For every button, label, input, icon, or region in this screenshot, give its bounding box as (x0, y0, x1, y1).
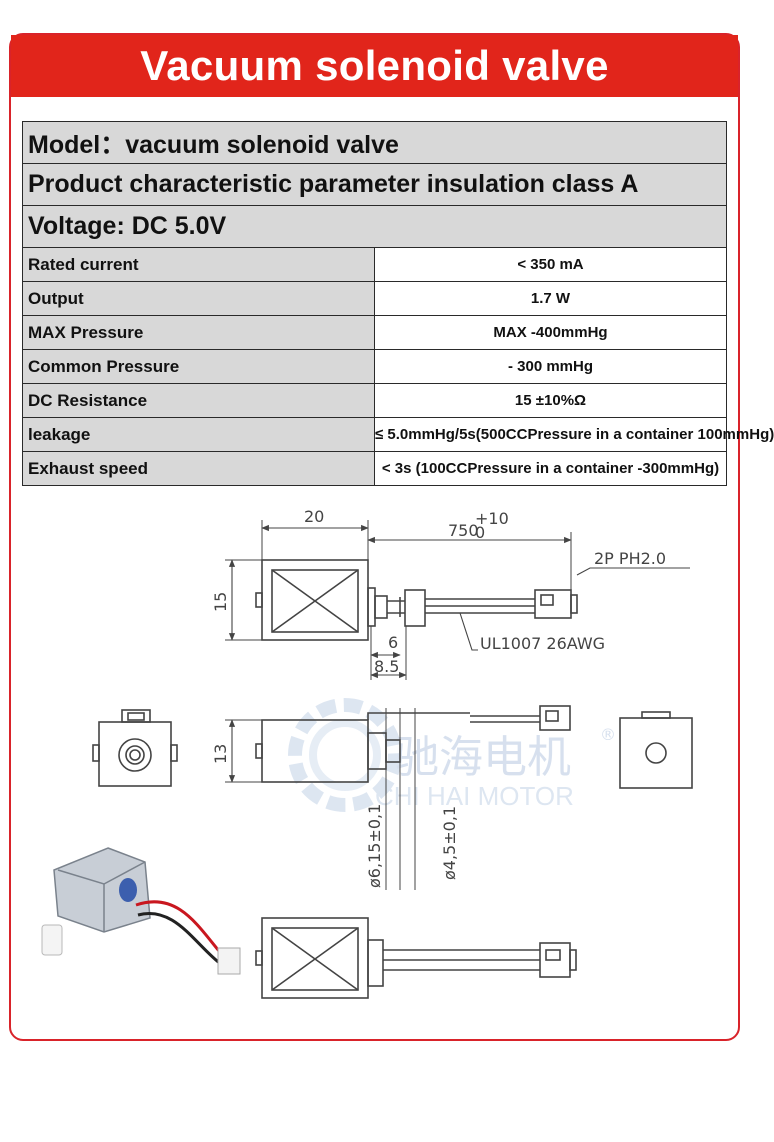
dim-dia-outer: ø6,15±0,1 (365, 804, 384, 888)
table-row: Exhaust speed < 3s (100CCPressure in a c… (22, 451, 727, 486)
front-view-drawing (92, 709, 178, 787)
spec-value: < 350 mA (374, 247, 727, 282)
spec-value: 1.7 W (374, 281, 727, 316)
dim-side-height: 13 (211, 744, 230, 764)
voltage-header: Voltage: DC 5.0V (22, 205, 727, 248)
spec-label: Common Pressure (22, 349, 375, 384)
spec-value: ≤ 5.0mmHg/5s(500CCPressure in a containe… (374, 417, 774, 452)
dim-cable-tol-lower: 0 (475, 523, 485, 542)
watermark-reg: ® (600, 725, 616, 744)
dim-body-offset: 8.5 (374, 657, 399, 676)
spec-label: Rated current (22, 247, 375, 282)
spec-value: 15 ±10%Ω (374, 383, 727, 418)
table-row: Rated current < 350 mA (22, 247, 727, 282)
spec-table: Model：vacuum solenoid valve Product char… (22, 121, 774, 486)
dim-width: 20 (304, 507, 324, 526)
dim-height: 15 (211, 592, 230, 612)
side-view-drawing (225, 705, 571, 890)
connector-label: 2P PH2.0 (594, 549, 666, 568)
top-view-dimensions (228, 524, 690, 679)
rear-view-drawing (619, 711, 693, 789)
table-header-row: Voltage: DC 5.0V (22, 205, 727, 248)
spec-value: < 3s (100CCPressure in a container -300m… (374, 451, 727, 486)
table-row: MAX Pressure MAX -400mmHg (22, 315, 727, 350)
spec-label: Output (22, 281, 375, 316)
table-header-row: Model：vacuum solenoid valve (22, 121, 727, 164)
dim-cable-length: 750 (448, 521, 479, 540)
wire-spec-label: UL1007 26AWG (480, 634, 605, 653)
spec-label: leakage (22, 417, 375, 452)
model-header: Model：vacuum solenoid valve (22, 121, 727, 164)
gear-icon (288, 698, 402, 812)
spec-label: DC Resistance (22, 383, 375, 418)
bottom-view-drawing (255, 917, 577, 999)
spec-label: Exhaust speed (22, 451, 375, 486)
top-view-drawing (225, 520, 578, 680)
spec-label: MAX Pressure (22, 315, 375, 350)
dim-cable-tol-upper: +10 (475, 509, 509, 528)
table-row: DC Resistance 15 ±10%Ω (22, 383, 727, 418)
product-photo (41, 847, 241, 975)
watermark-cn: 驰海电机 (395, 732, 571, 783)
table-row: leakage ≤ 5.0mmHg/5s(500CCPressure in a … (22, 417, 774, 452)
title-banner: Vacuum solenoid valve (11, 35, 738, 97)
watermark-logo: 驰海电机 ® CHI HAI MOTOR (288, 698, 616, 812)
watermark-en: CHI HAI MOTOR (375, 781, 574, 811)
technical-drawing: 驰海电机 ® CHI HAI MOTOR (41, 507, 693, 999)
dim-dia-inner: ø4,5±0,1 (440, 806, 459, 880)
spec-value: MAX -400mmHg (374, 315, 727, 350)
table-row: Common Pressure - 300 mmHg (22, 349, 727, 384)
table-row: Output 1.7 W (22, 281, 727, 316)
dim-nozzle: 6 (388, 633, 398, 652)
